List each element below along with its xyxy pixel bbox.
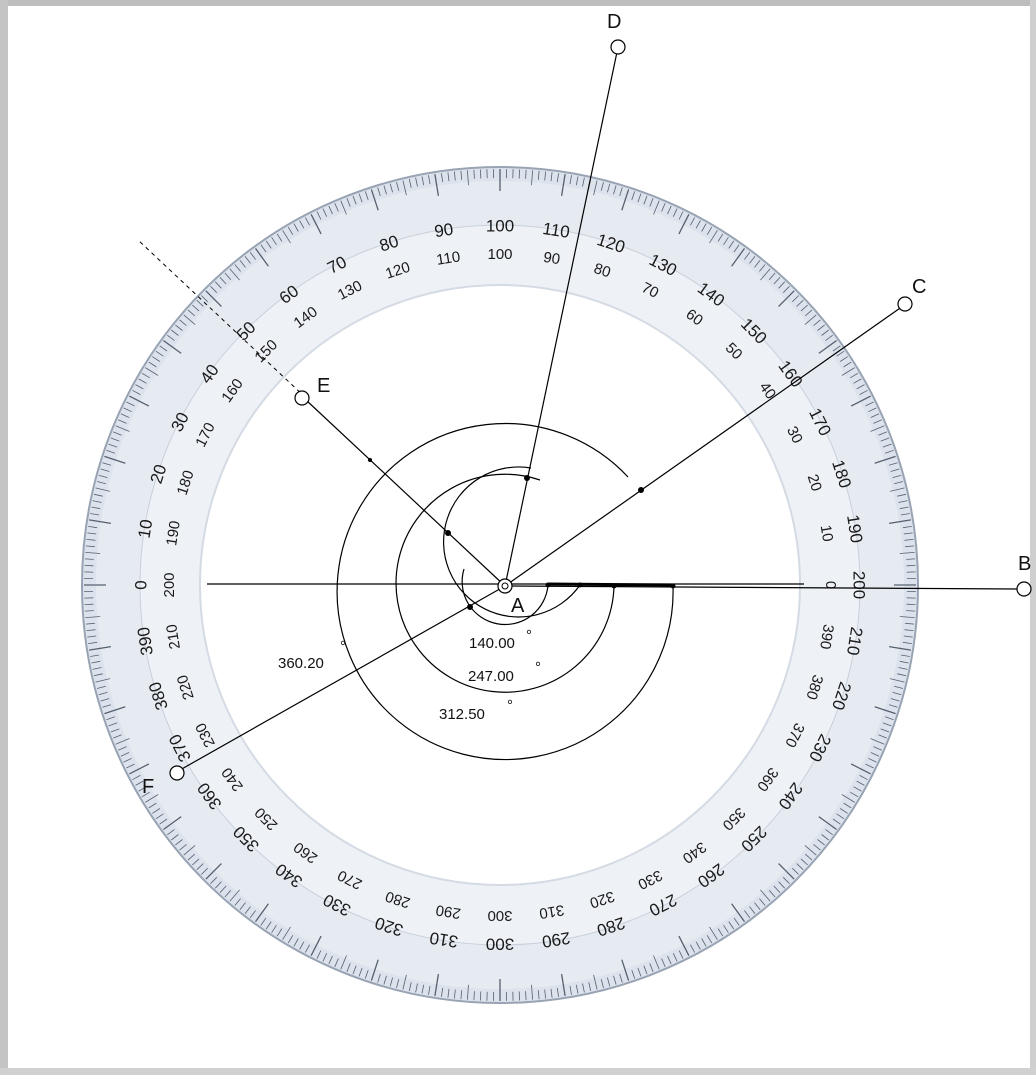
scale-number: 200 — [161, 572, 178, 597]
degree-symbol: ° — [535, 659, 541, 676]
scale-number: 10 — [817, 524, 836, 543]
scale-tick — [85, 611, 94, 612]
point-D-label: D — [607, 11, 621, 33]
scale-number: 100 — [487, 246, 512, 263]
angle-value-140: 140.00 — [469, 635, 515, 652]
scale-number: 200 — [850, 571, 869, 599]
scale-number: 0 — [131, 580, 150, 589]
point-C-marker[interactable] — [898, 297, 912, 311]
scale-number: 90 — [433, 220, 455, 242]
scale-tick — [906, 611, 915, 612]
marker-dot — [578, 583, 583, 588]
point-B-marker[interactable] — [1017, 582, 1031, 596]
point-E-marker[interactable] — [295, 391, 309, 405]
point-D-marker[interactable] — [611, 40, 625, 54]
frame-top — [0, 0, 1036, 6]
point-C[interactable]: C — [898, 276, 926, 311]
angle-value-360: 360.20 — [278, 655, 324, 672]
point-F-label: F — [142, 776, 154, 798]
scale-tick — [85, 559, 94, 560]
marker-dot — [546, 583, 551, 588]
marker-dot — [612, 584, 617, 589]
degree-symbol: ° — [526, 627, 532, 644]
degree-symbol: ° — [507, 697, 513, 714]
scale-number: 300 — [487, 907, 512, 924]
scale-number: 300 — [486, 935, 514, 954]
frame-bottom — [0, 1068, 1036, 1075]
marker-dot — [467, 604, 473, 610]
marker-dot — [638, 487, 644, 493]
scale-number: 10 — [135, 518, 157, 540]
angle-value-312: 312.50 — [439, 706, 485, 723]
scale-tick — [474, 991, 475, 1000]
point-E-label: E — [317, 375, 330, 397]
scale-tick — [474, 170, 475, 179]
marker-dot — [368, 458, 372, 462]
scale-tick — [526, 991, 527, 1000]
degree-symbol: ° — [340, 638, 346, 655]
point-D[interactable]: D — [607, 11, 625, 54]
frame-left — [0, 0, 8, 1075]
point-B[interactable]: B — [1017, 553, 1031, 596]
angle-value-247: 247.00 — [468, 668, 514, 685]
scale-tick — [526, 170, 527, 179]
marker-dot — [671, 584, 676, 589]
point-A-label: A — [511, 595, 525, 617]
frame-right — [1030, 0, 1036, 1075]
scale-number: 100 — [486, 216, 514, 235]
marker-dot — [524, 475, 530, 481]
point-C-label: C — [912, 276, 926, 298]
point-B-label: B — [1018, 553, 1031, 575]
marker-dot — [445, 530, 451, 536]
point-A-marker[interactable] — [498, 579, 512, 593]
ray-AB-thick-segment — [548, 584, 673, 585]
scale-number: 90 — [542, 249, 561, 268]
point-F-marker[interactable] — [170, 766, 184, 780]
scale-tick — [906, 559, 915, 560]
